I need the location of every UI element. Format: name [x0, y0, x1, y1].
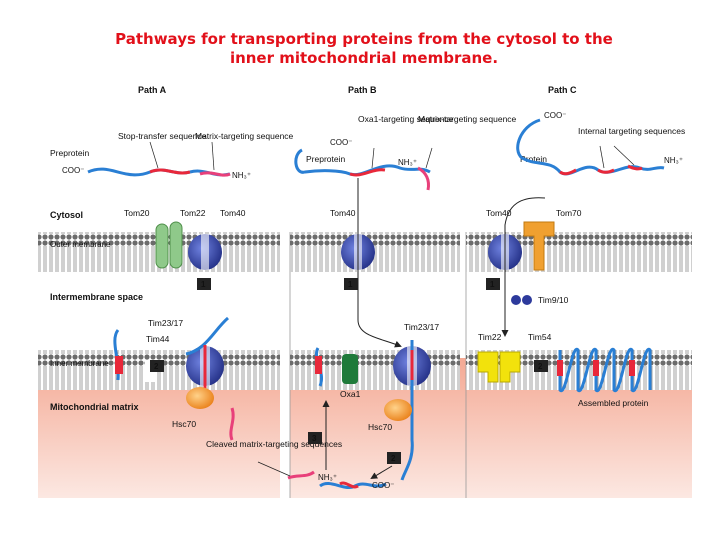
step-2-label-a: 2 [154, 362, 159, 371]
hsc70-b [384, 399, 412, 421]
step-1-box-b [344, 278, 358, 290]
tim23-17-label-a: Tim23/17 [148, 318, 183, 328]
matrix-targeting-label-b: Matrix-targeting sequence [418, 114, 517, 124]
figure-title: Pathways for transporting proteins from … [0, 30, 728, 68]
tom70-receptor [523, 221, 555, 271]
outer-membrane [38, 232, 692, 272]
step-2-label-b: 2 [391, 454, 396, 463]
stop-transfer-label: Stop-transfer sequence [118, 131, 207, 141]
step-1-label-c: 1 [490, 280, 495, 289]
oxa1-complex [342, 354, 358, 384]
path-c: COO⁻ Protein NH₃⁺ Internal targeting seq… [477, 111, 685, 408]
cleaved-label: Cleaved matrix-targeting sequences [206, 439, 342, 449]
tim54-complex [499, 351, 521, 383]
assembled-protein [558, 348, 652, 392]
tim22-label: Tim22 [478, 332, 502, 342]
matrix-targeting-segment-b [417, 166, 430, 191]
tim9-10-dot-2 [522, 295, 532, 305]
preprotein-label-a: Preprotein [50, 148, 89, 158]
tom40-label-b: Tom40 [330, 208, 356, 218]
nh3-label-c: NH₃⁺ [664, 156, 683, 165]
protein-label-c: Protein [520, 154, 547, 164]
intermembrane-label: Intermembrane space [50, 292, 143, 302]
coo-label-c: COO⁻ [544, 111, 566, 120]
title-line-2: inner mitochondrial membrane. [229, 49, 499, 67]
tim54-label: Tim54 [528, 332, 552, 342]
stop-transfer-segment [149, 168, 191, 175]
internal-targeting-label: Internal targeting sequences [578, 126, 685, 136]
tom20-label: Tom20 [124, 208, 150, 218]
outer-membrane-label: Outer membrane [50, 240, 111, 249]
cleaved-seq-2 [287, 470, 315, 480]
tom70-label: Tom70 [556, 208, 582, 218]
hsc70-label-a: Hsc70 [172, 419, 196, 429]
tim44-label: Tim44 [146, 334, 170, 344]
nh3-label-b: NH₃⁺ [398, 158, 417, 167]
oxa1-targeting-segment [349, 168, 386, 177]
tim23-17-label-b: Tim23/17 [404, 322, 439, 332]
tom40-label-c: Tom40 [486, 208, 512, 218]
path-a-header: Path A [138, 85, 167, 95]
nh3-label-a: NH₃⁺ [232, 171, 251, 180]
step-2-label-c: 2 [538, 362, 543, 371]
matrix-targeting-segment-a [199, 171, 231, 177]
oxa1-label: Oxa1 [340, 389, 361, 399]
step-1-label-a: 1 [201, 280, 206, 289]
step-2-box-b [387, 452, 401, 464]
protein-chain-c [516, 118, 665, 176]
tom22-label: Tom22 [180, 208, 206, 218]
step-3-label: 3 [312, 434, 317, 443]
coo-label-a: COO⁻ [62, 166, 84, 175]
tim9-10-dot-1 [511, 295, 521, 305]
matrix-targeting-label-a: Matrix-targeting sequence [195, 131, 294, 141]
preprotein-label-b: Preprotein [306, 154, 345, 164]
tom20-receptor [155, 223, 169, 269]
step-2-box-c [534, 360, 548, 372]
tim9-10-label: Tim9/10 [538, 295, 569, 305]
path-c-header: Path C [548, 85, 577, 95]
step-1-label-b: 1 [348, 280, 353, 289]
step-1-box-c [486, 278, 500, 290]
path-a: Preprotein COO⁻ NH₃⁺ Stop-transfer seque… [50, 131, 342, 480]
oxa1-targeting-label: Oxa1-targeting sequence [358, 114, 454, 124]
coo-label-b: COO⁻ [330, 138, 352, 147]
assembled-label: Assembled protein [578, 398, 649, 408]
step-1-box-a [197, 278, 211, 290]
cytosol-label: Cytosol [50, 210, 83, 220]
path-b: COO⁻ Preprotein NH₃⁺ Oxa1-targeting sequ… [294, 114, 517, 490]
path-b-header: Path B [348, 85, 377, 95]
hsc70-label-b: Hsc70 [368, 422, 392, 432]
tom22-receptor [169, 221, 183, 269]
import-arrow-c [501, 197, 546, 337]
coo-label-b2: COO⁻ [372, 481, 394, 490]
title-line-1: Pathways for transporting proteins from … [115, 30, 613, 48]
step-2-box-a [150, 360, 164, 372]
step-3-box [308, 432, 322, 444]
matrix-label: Mitochondrial matrix [50, 402, 139, 412]
tim22-complex [477, 351, 499, 383]
hsc70-a [186, 387, 214, 409]
import-arrow-b [357, 178, 402, 348]
nh3-label-b2: NH₃⁺ [318, 473, 337, 482]
inner-membrane-label: Inner membrane [50, 359, 109, 368]
cleaved-seq-1 [229, 407, 235, 441]
tom40-label-a: Tom40 [220, 208, 246, 218]
